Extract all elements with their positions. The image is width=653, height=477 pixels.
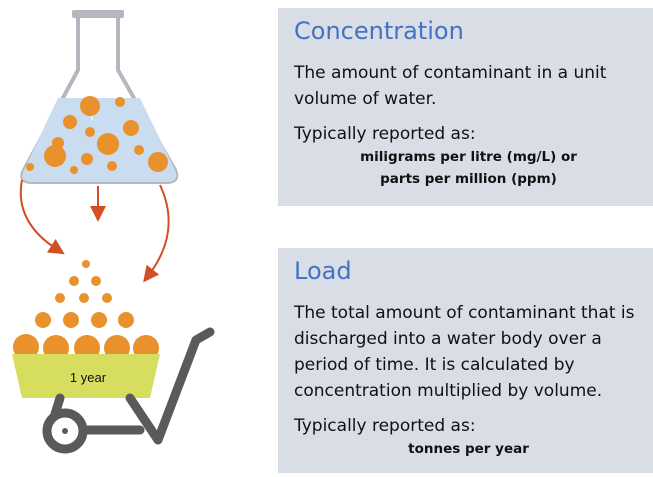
particle [107, 161, 117, 171]
concentration-reported-as: Typically reported as: [294, 124, 476, 144]
particle [102, 293, 112, 303]
illustration: 1 year [12, 10, 215, 454]
concentration-panel: Concentration The amount of contaminant … [278, 8, 653, 206]
concentration-title: Concentration [294, 17, 464, 45]
arrow-right [143, 184, 170, 283]
load-units: tonnes per year [294, 438, 643, 460]
arrow-left [19, 179, 65, 255]
concentration-units: miligrams per litre (mg/L) or parts per … [294, 146, 643, 190]
particle [13, 334, 39, 360]
concentration-unit: miligrams per litre (mg/L) or [360, 149, 577, 165]
particle [91, 276, 101, 286]
particle [69, 276, 79, 286]
load-description: The total amount of contaminant that is … [294, 303, 635, 401]
particle [80, 96, 100, 116]
concentration-unit: parts per million (ppm) [380, 171, 557, 187]
particle [70, 166, 78, 174]
particle [63, 312, 79, 328]
particle [63, 115, 77, 129]
concentration-description: The amount of contaminant in a unit volu… [294, 63, 607, 109]
particle [97, 133, 119, 155]
particle [81, 153, 93, 165]
flow-arrows [19, 179, 170, 283]
particle [85, 127, 95, 137]
particle [123, 120, 139, 136]
falling-particles [13, 260, 159, 361]
flask-particles [26, 96, 168, 174]
load-title: Load [294, 257, 352, 285]
particle [148, 152, 168, 172]
load-unit: tonnes per year [408, 441, 529, 457]
particle [134, 145, 144, 155]
wheelbarrow-icon: 1 year [12, 327, 215, 454]
particle [55, 293, 65, 303]
wheelbarrow-label: 1 year [70, 370, 107, 385]
particle [82, 260, 90, 268]
particle [118, 312, 134, 328]
particle [79, 293, 89, 303]
particle [35, 312, 51, 328]
particle [115, 97, 125, 107]
particle [44, 145, 66, 167]
particle [26, 163, 34, 171]
load-panel: Load The total amount of contaminant tha… [278, 248, 653, 473]
particle [91, 312, 107, 328]
load-reported-as: Typically reported as: [294, 416, 476, 436]
